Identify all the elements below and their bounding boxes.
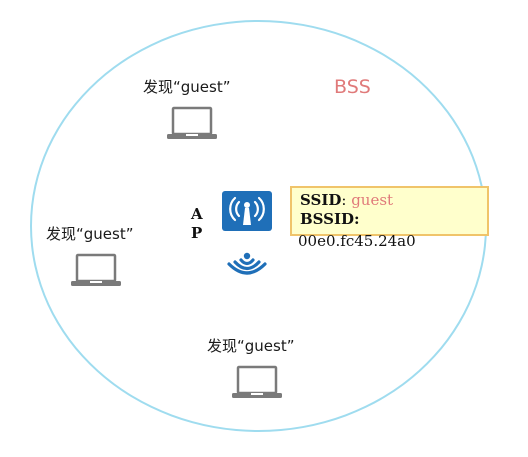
station-bottom-label: 发现“guest”	[207, 337, 295, 355]
bssid-separator: :	[354, 210, 360, 228]
ap-letter-a: A	[191, 205, 203, 223]
ssid-separator: :	[341, 191, 352, 209]
bss-label: BSS	[334, 76, 371, 98]
access-point	[222, 191, 272, 231]
bssid-value: 00e0.fc45.24a0	[298, 232, 416, 250]
bssid-row: BSSID:	[300, 210, 487, 229]
ssid-key: SSID	[300, 191, 342, 209]
station-top-label: 发现“guest”	[143, 78, 231, 96]
laptop-icon	[167, 106, 217, 139]
wireless-signal-icon	[227, 252, 267, 275]
ap-letter-p: P	[191, 224, 203, 242]
ssid-info-box: SSID: guest BSSID:	[290, 186, 489, 236]
ssid-row: SSID: guest	[300, 191, 487, 210]
station-left-label: 发现“guest”	[46, 225, 134, 243]
ssid-value: guest	[351, 191, 394, 209]
wifi-tower-icon	[229, 196, 265, 225]
bssid-key: BSSID	[300, 210, 355, 228]
laptop-icon	[232, 365, 282, 398]
laptop-icon	[71, 253, 121, 286]
